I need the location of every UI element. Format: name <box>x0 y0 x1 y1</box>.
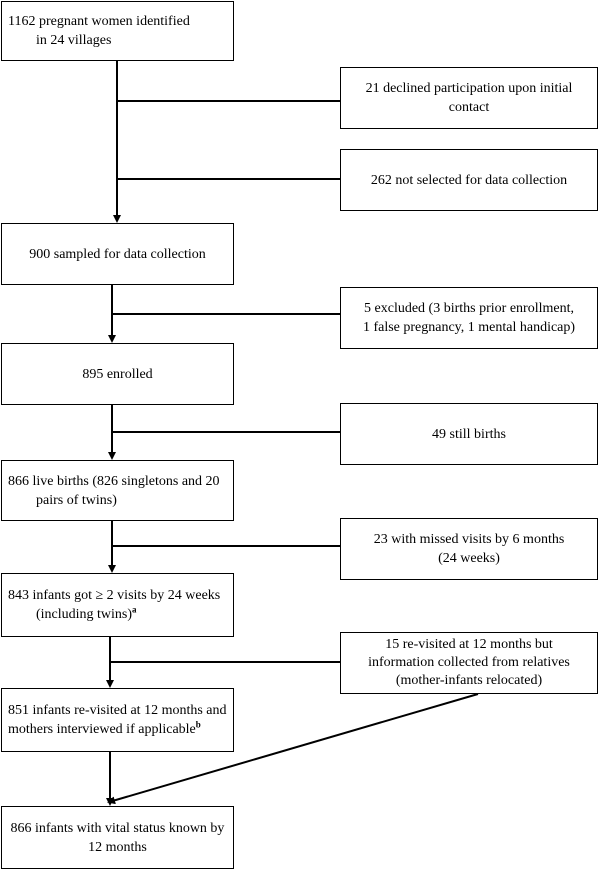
side-declined: 21 declined participation upon initial c… <box>340 67 598 129</box>
box-live-births-line-2: pairs of twins) <box>36 492 117 508</box>
side-declined-line-2: contact <box>448 100 490 115</box>
side-not-selected: 262 not selected for data collection <box>340 149 598 211</box>
diagonal-revisited-to-final <box>107 693 479 805</box>
side-missed-visits: 23 with missed visits by 6 months (24 we… <box>340 518 598 580</box>
box-vital-status-line-1: 866 infants with vital status known by <box>10 820 225 836</box>
footnote-a-marker: a <box>132 604 137 615</box>
side-missed-visits-line-1: 23 with missed visits by 6 months <box>373 532 565 547</box>
side-relocated-line-3: (mother-infants relocated) <box>395 673 543 688</box>
box-revisited-12m: 851 infants re-visited at 12 months and … <box>1 688 234 752</box>
box-two-visits: 843 infants got ≥ 2 visits by 24 weeks (… <box>1 573 234 637</box>
side-excluded-line-1: 5 excluded (3 births prior enrollment, <box>364 301 574 316</box>
box-revisited-12m-line-1: 851 infants re-visited at 12 months and <box>8 703 227 718</box>
box-revisited-12m-line-2: mothers interviewed if applicableb <box>8 720 227 739</box>
side-relocated: 15 re-visited at 12 months but informati… <box>340 632 598 694</box>
box-two-visits-line-1: 843 infants got ≥ 2 visits by 24 weeks <box>8 588 221 603</box>
side-not-selected-line-1: 262 not selected for data collection <box>370 172 568 188</box>
box-identified-line-2: in 24 villages <box>36 33 112 48</box>
box-sampled-line-1: 900 sampled for data collection <box>29 246 206 262</box>
side-relocated-line-1: 15 re-visited at 12 months but <box>385 637 553 652</box>
side-missed-visits-line-2: (24 weeks) <box>438 551 500 566</box>
side-excluded: 5 excluded (3 births prior enrollment, 1… <box>340 287 598 349</box>
box-enrolled-line-1: 895 enrolled <box>82 366 153 382</box>
box-live-births: 866 live births (826 singletons and 20 p… <box>1 460 234 521</box>
box-vital-status: 866 infants with vital status known by 1… <box>1 806 234 869</box>
box-two-visits-line-2-text: (including twins) <box>36 607 133 622</box>
box-live-births-line-1: 866 live births (826 singletons and 20 <box>8 473 220 489</box>
box-identified: 1162 pregnant women identified in 24 vil… <box>1 1 234 61</box>
side-relocated-line-2: information collected from relatives <box>368 655 570 670</box>
side-excluded-line-2: 1 false pregnancy, 1 mental handicap) <box>362 320 576 335</box>
side-still-births-line-1: 49 still births <box>432 426 506 442</box>
side-still-births: 49 still births <box>340 403 598 465</box>
box-revisited-12m-line-2-text: mothers interviewed if applicable <box>8 722 196 737</box>
box-two-visits-line-2: (including twins)a <box>8 605 227 624</box>
side-declined-line-1: 21 declined participation upon initial <box>365 81 573 96</box>
box-enrolled: 895 enrolled <box>1 343 234 405</box>
box-identified-line-1: 1162 pregnant women identified <box>8 14 190 29</box>
box-vital-status-line-2: 12 months <box>88 839 147 855</box>
box-sampled: 900 sampled for data collection <box>1 223 234 285</box>
footnote-b-marker: b <box>195 719 201 730</box>
